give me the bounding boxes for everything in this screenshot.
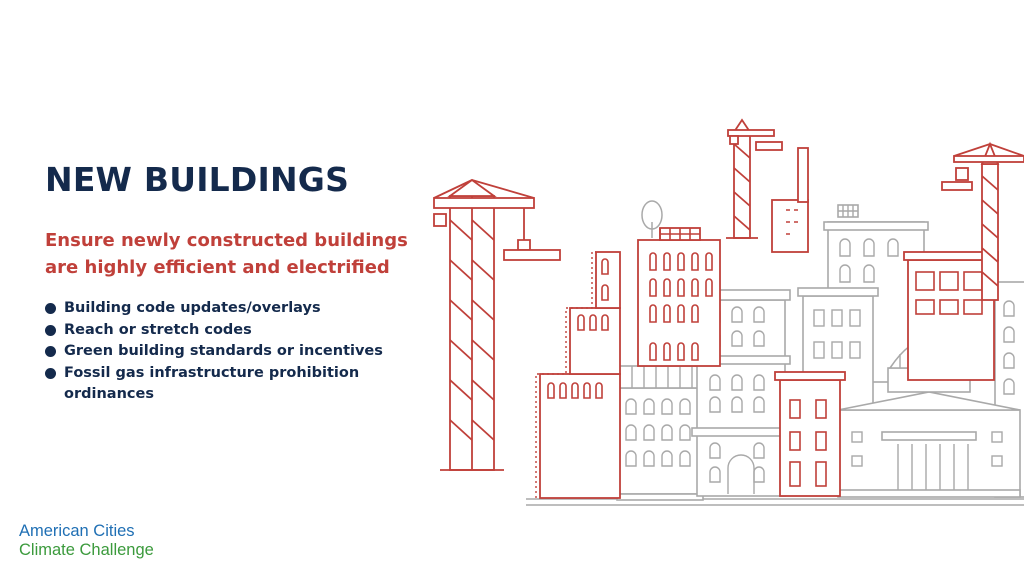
logo-line-1: American Cities bbox=[19, 522, 135, 540]
bullet-dot-icon bbox=[45, 346, 56, 357]
list-item-text: Green building standards or incentives bbox=[64, 343, 383, 359]
red-tower bbox=[771, 199, 809, 253]
bullet-dot-icon bbox=[45, 303, 56, 314]
red-building-low bbox=[779, 379, 841, 497]
awning bbox=[609, 365, 709, 389]
list-item: Reach or stretch codes bbox=[45, 320, 385, 342]
cityscape-svg bbox=[433, 118, 1024, 506]
red-building-left bbox=[539, 373, 621, 499]
red-building-right bbox=[907, 259, 995, 381]
tree-icon bbox=[641, 200, 663, 238]
list-item: Fossil gas infrastructure prohibition or… bbox=[45, 363, 385, 406]
list-item-text: Reach or stretch codes bbox=[64, 321, 252, 338]
list-item: Green building standards or incentives bbox=[45, 341, 385, 363]
cityscape-illustration bbox=[420, 110, 1024, 520]
logo: American Cities Climate Challenge bbox=[19, 522, 154, 560]
subtitle: Ensure newly constructed buildings are h… bbox=[45, 230, 408, 278]
red-windows bbox=[547, 209, 983, 487]
list-item-text: Fossil gas infrastructure prohibition or… bbox=[64, 364, 360, 403]
civic-building bbox=[837, 409, 1021, 497]
logo-line-2: Climate Challenge bbox=[19, 541, 154, 559]
bullet-dot-icon bbox=[45, 324, 56, 336]
construction-crane-icon bbox=[433, 118, 1024, 471]
bullet-dot-icon bbox=[45, 367, 56, 379]
bullet-list: Building code updates/overlays Reach or … bbox=[45, 298, 385, 406]
list-item: Building code updates/overlays bbox=[45, 298, 385, 320]
list-item-text: Building code updates/overlays bbox=[64, 300, 321, 316]
page-title: NEW BUILDINGS bbox=[45, 160, 350, 199]
dotted-outline bbox=[535, 251, 596, 498]
